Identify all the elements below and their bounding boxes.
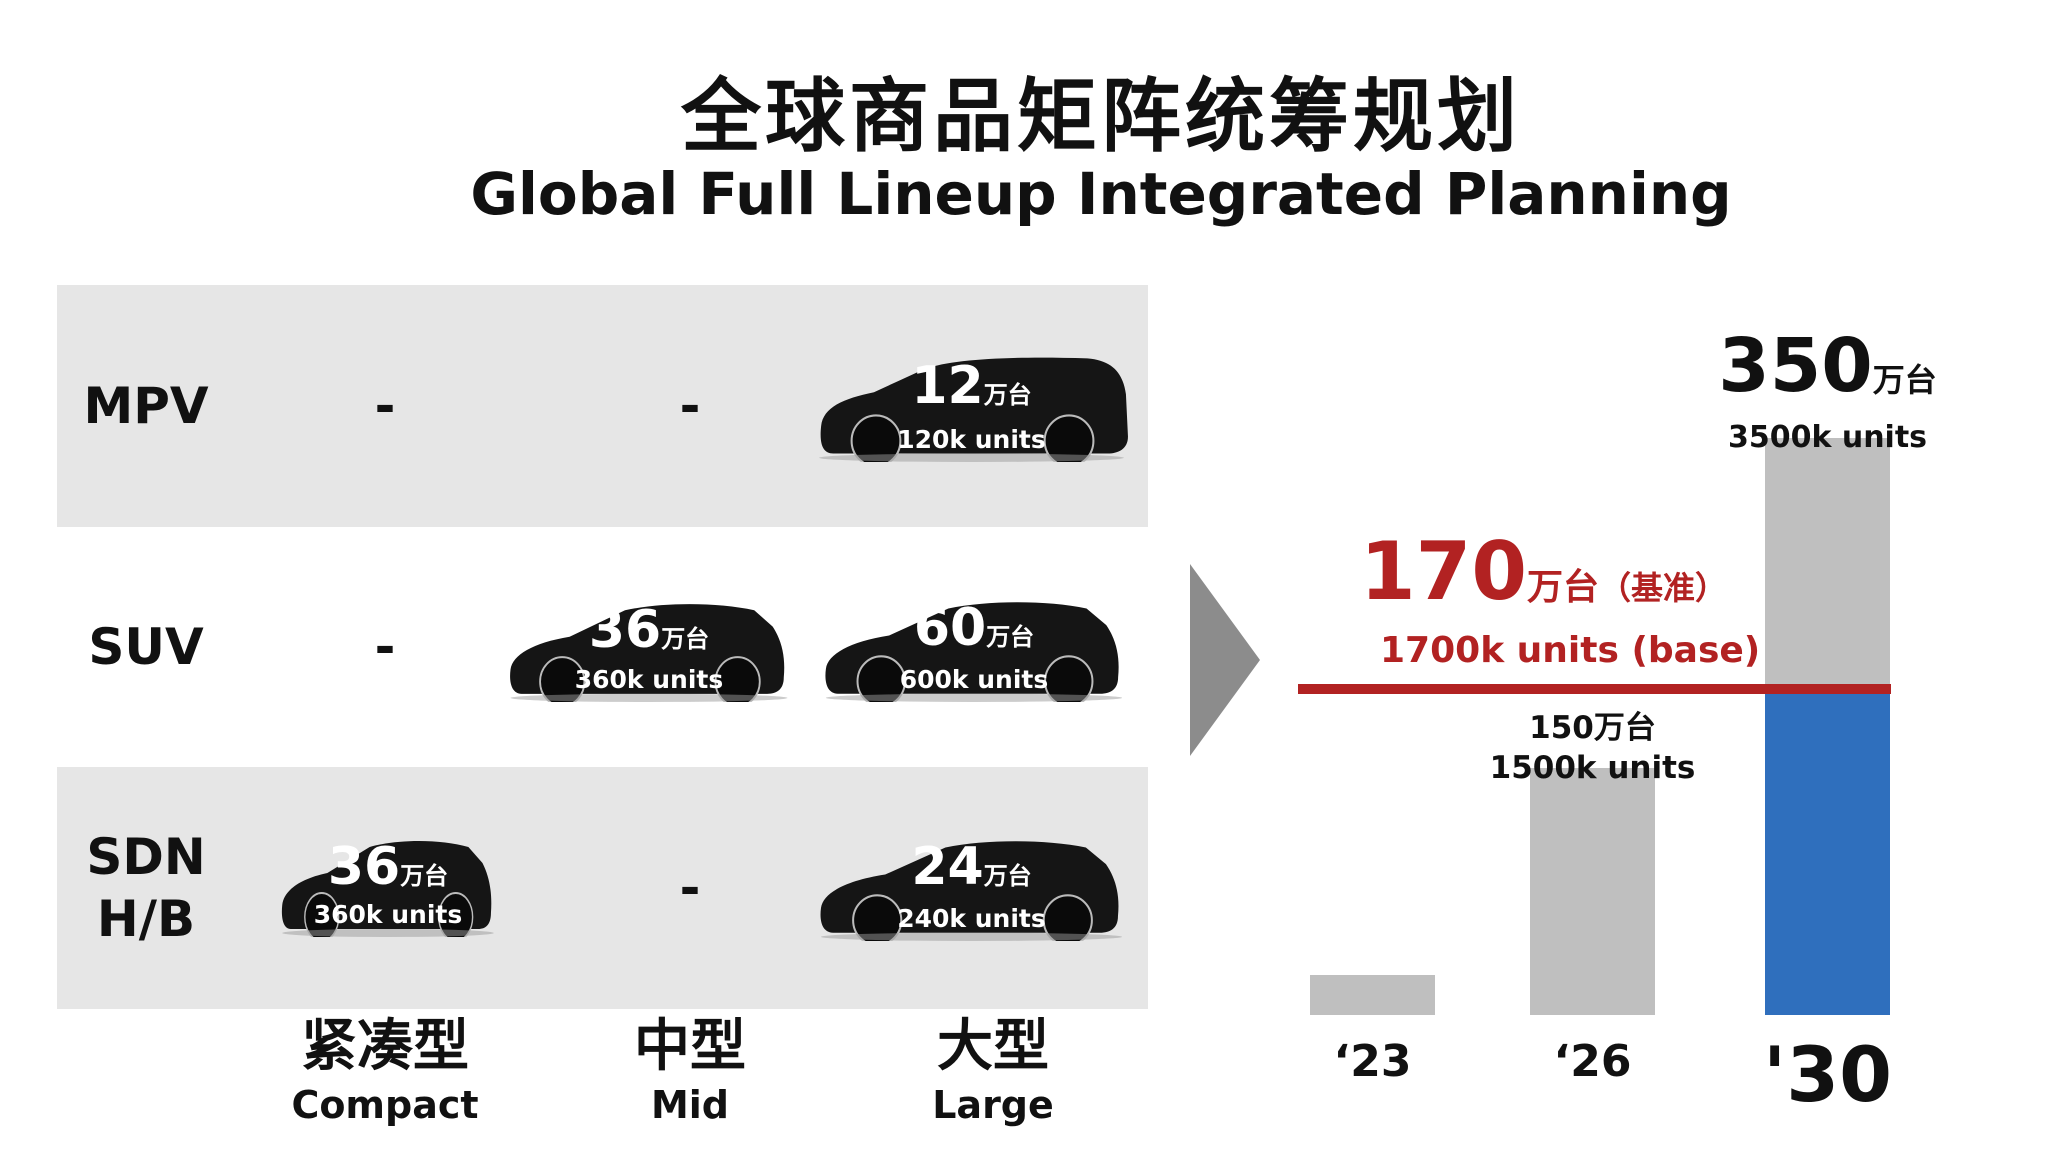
empty-cell-dash: - — [374, 618, 396, 676]
data-label-main: 150万台 — [1529, 709, 1656, 746]
page-title-cn: 全球商品矩阵统筹规划 — [681, 70, 1521, 163]
volume-number: 12 — [911, 356, 984, 416]
column-label-cn: 紧凑型 — [301, 1014, 469, 1079]
vehicle-volume: 24万台 — [815, 837, 1128, 906]
vehicle-volume: 36万台 — [278, 837, 498, 906]
arrow-right-icon — [1190, 564, 1260, 756]
volume-number: 24 — [911, 837, 984, 897]
volume-unit: 万台 — [983, 862, 1032, 890]
row-label: SUV — [56, 616, 236, 678]
empty-cell-dash: - — [374, 377, 396, 435]
volume-unit: 万台 — [983, 381, 1032, 409]
volume-number: 36 — [588, 600, 662, 660]
volume-unit: 万台 — [661, 625, 710, 653]
volume-units-en: 360k units — [574, 665, 724, 694]
page-title-en: Global Full Lineup Integrated Planning — [470, 160, 1732, 228]
car-silhouette-icon — [510, 604, 788, 702]
data-label-sub: 1500k units — [1489, 749, 1696, 786]
empty-cell-dash: - — [679, 377, 701, 435]
column-label-en: Large — [932, 1083, 1054, 1127]
empty-cell-dash: - — [679, 859, 701, 917]
volume-number: 60 — [913, 598, 987, 658]
data-label-number: 350 — [1718, 322, 1873, 409]
bar-23 — [1310, 975, 1435, 1015]
data-label-main: 350万台 — [1718, 326, 1936, 420]
x-tick-label-highlighted: '30 — [1762, 1030, 1893, 1119]
row-label-line: SUV — [88, 618, 204, 676]
car-silhouette-icon — [819, 357, 1128, 462]
baseline-label: 170万台（基准）1700k units (base) — [1360, 530, 1761, 672]
row-label-line: H/B — [96, 890, 196, 948]
bar-30 — [1765, 437, 1890, 1015]
baseline-unit: 万台 — [1527, 567, 1600, 608]
car-silhouette-icon — [281, 841, 494, 937]
vehicle-volume: 36万台 — [505, 600, 793, 669]
baseline-number: 170 — [1360, 525, 1527, 618]
column-label-cn: 大型 — [936, 1014, 1049, 1079]
volume-units-en: 240k units — [897, 904, 1046, 933]
volume-unit: 万台 — [400, 862, 449, 890]
row-label-line: MPV — [83, 377, 209, 435]
baseline-sub: 1700k units (base) — [1380, 630, 1761, 671]
baseline-line — [1298, 684, 1891, 694]
bar-26 — [1530, 767, 1655, 1015]
volume-number: 36 — [327, 837, 401, 897]
volume-units-en: 360k units — [313, 900, 463, 929]
data-label-unit: 万台 — [1872, 360, 1937, 399]
data-label-sub: 3500k units — [1727, 419, 1928, 455]
car-silhouette-icon — [825, 602, 1123, 702]
x-tick-label: ‘23 — [1333, 1036, 1412, 1087]
vehicle-volume: 60万台 — [820, 598, 1128, 667]
volume-units-en: 600k units — [899, 665, 1049, 694]
car-silhouette-icon — [820, 841, 1122, 941]
baseline-note: （基准） — [1599, 569, 1728, 607]
vehicle-volume: 12万台 — [813, 356, 1130, 425]
row-label-line: SDN — [86, 828, 206, 886]
baseline-main: 170万台（基准） — [1360, 530, 1760, 630]
volume-unit: 万台 — [986, 623, 1035, 651]
column-label-en: Mid — [650, 1083, 730, 1127]
column-label-en: Compact — [291, 1083, 479, 1127]
row-label: MPV — [56, 375, 236, 437]
column-label-cn: 中型 — [634, 1014, 746, 1079]
volume-units-en: 120k units — [897, 425, 1046, 454]
x-tick-label: ‘26 — [1553, 1036, 1632, 1087]
